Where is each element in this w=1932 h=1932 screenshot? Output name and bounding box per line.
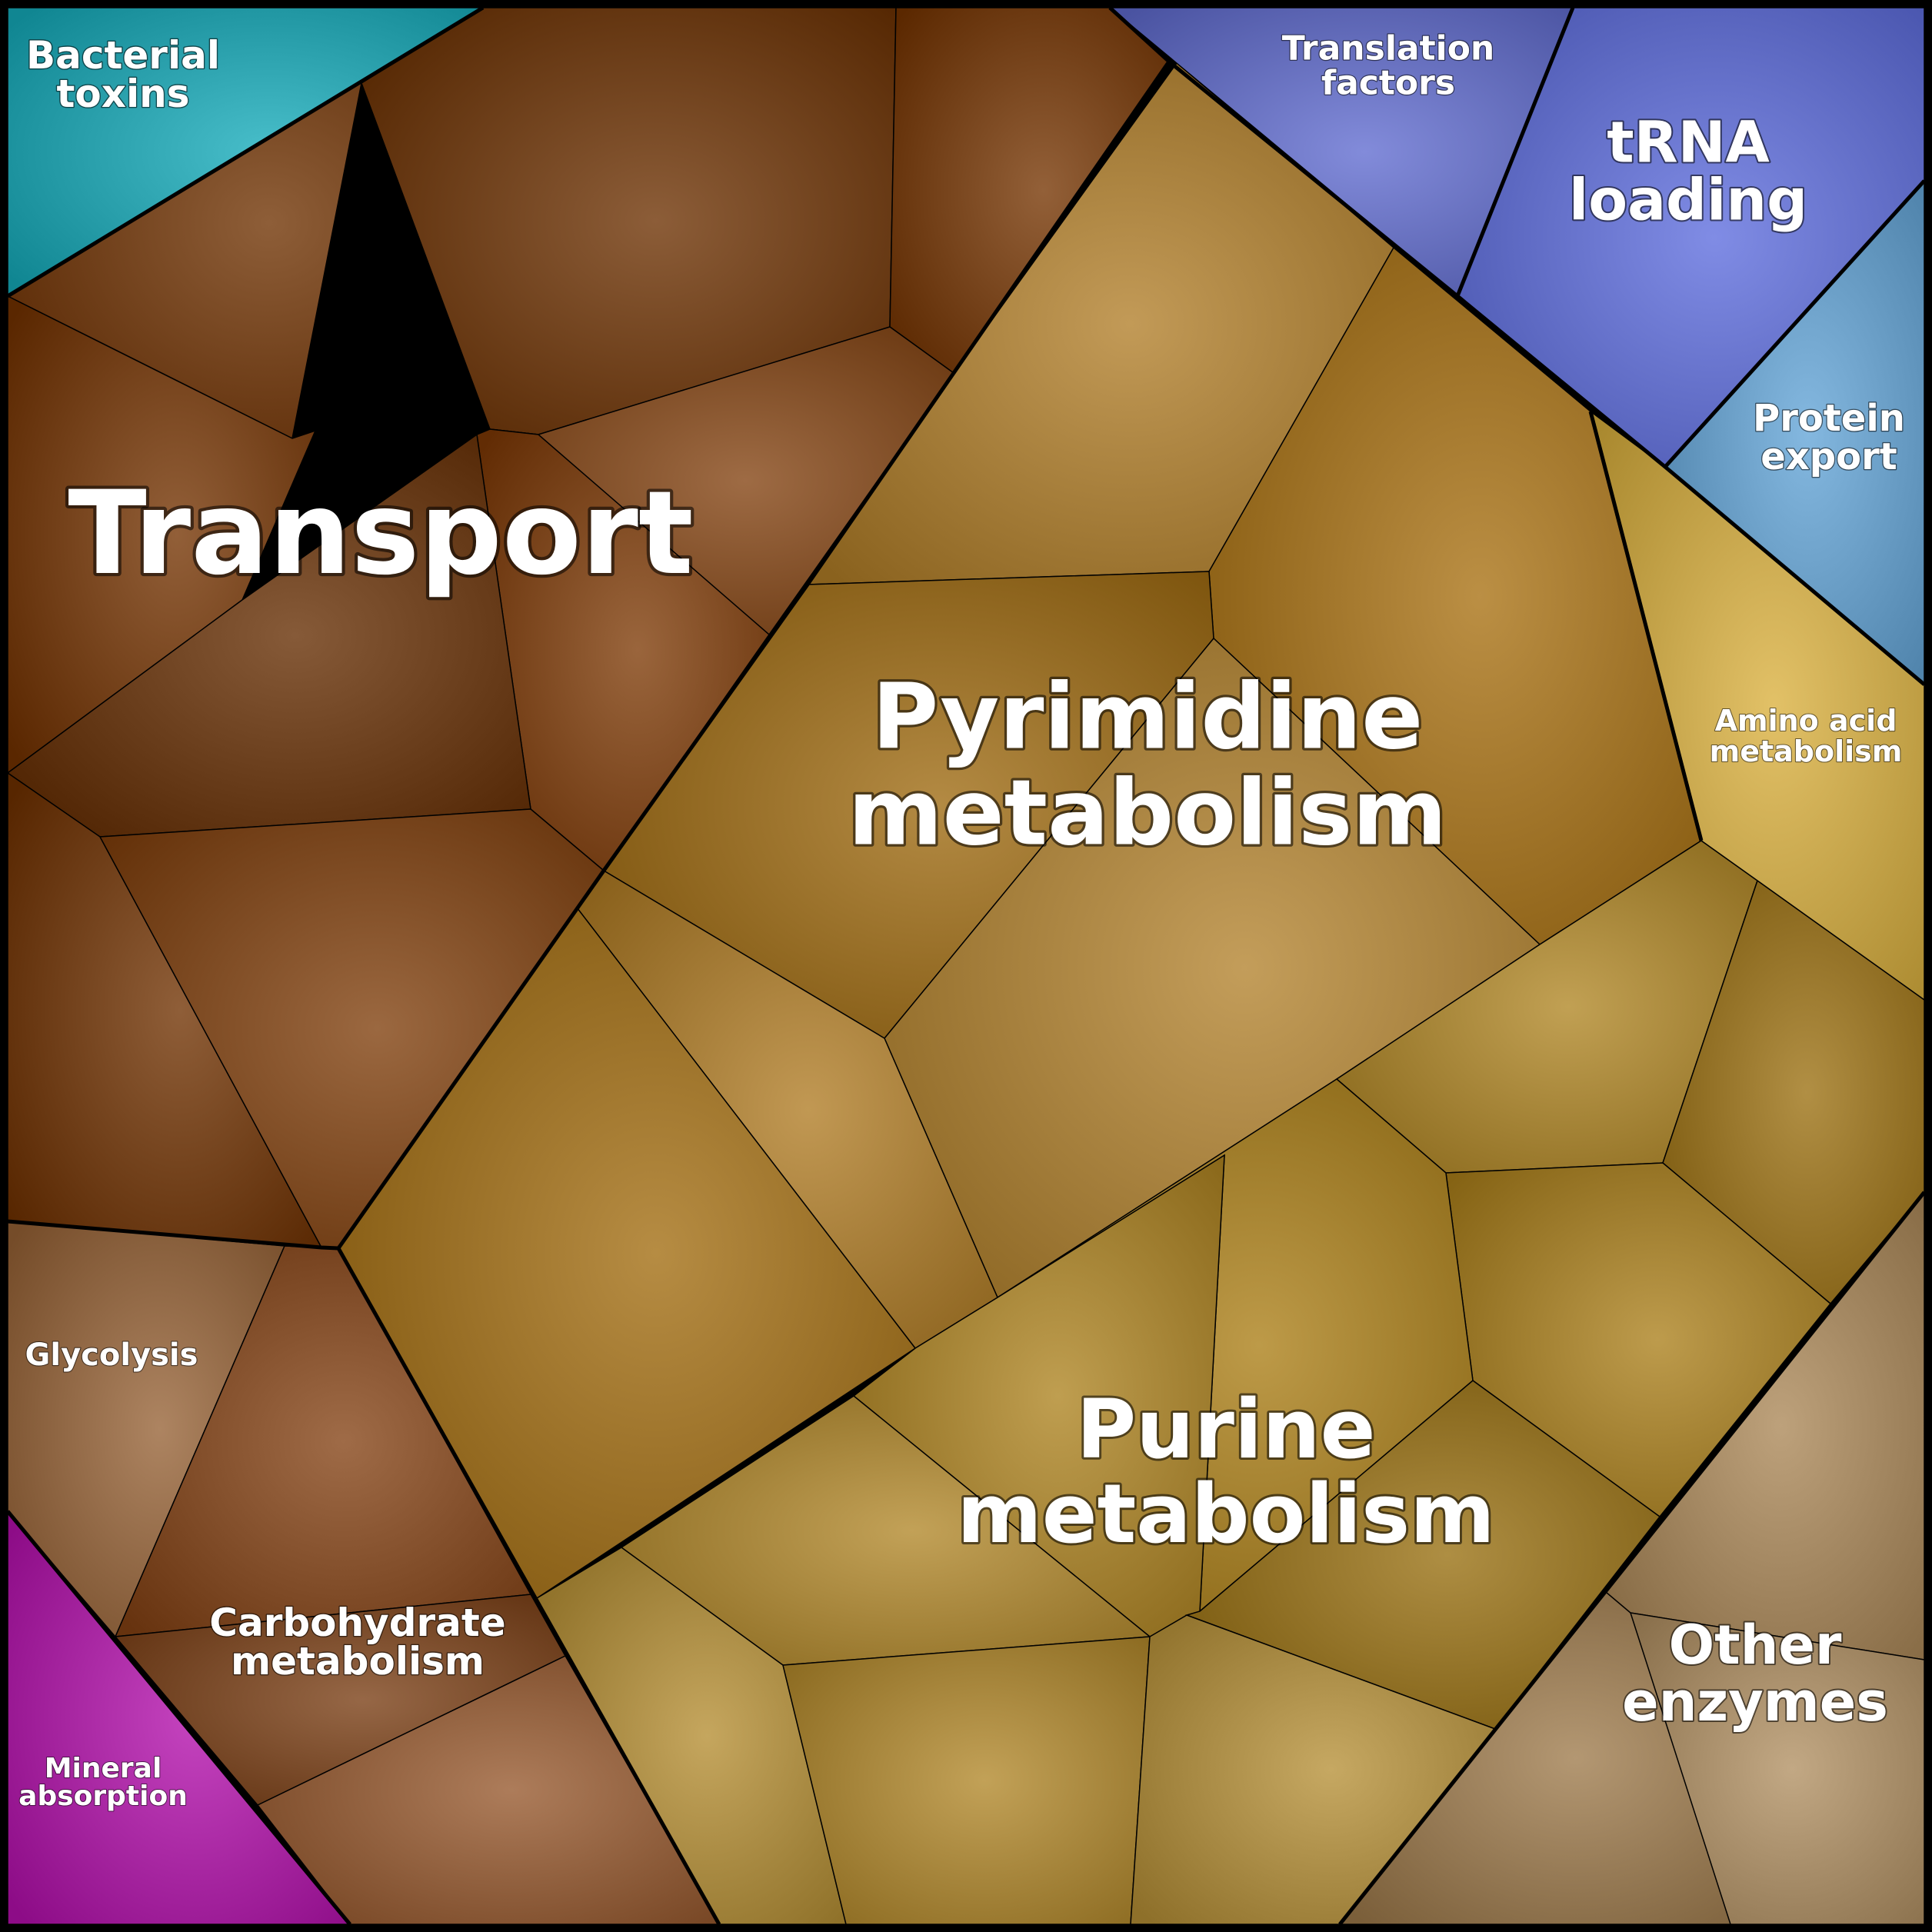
group-border: [6, 1510, 351, 1926]
group-border: [1338, 1191, 1926, 1926]
group-border: [1664, 179, 1926, 468]
group-border: [336, 1247, 721, 1926]
group-border: [6, 5, 485, 298]
group-border: [1455, 7, 1575, 297]
label-transport: Transport: [68, 467, 693, 601]
cell-purine: [782, 1636, 1151, 1925]
cell-purine: [1184, 1380, 1661, 1730]
group-border: [1168, 60, 1926, 686]
group-border: [1588, 411, 1704, 841]
group-border: [7, 6, 1171, 1251]
label-glycolysis: Glycolysis: [25, 1337, 198, 1373]
